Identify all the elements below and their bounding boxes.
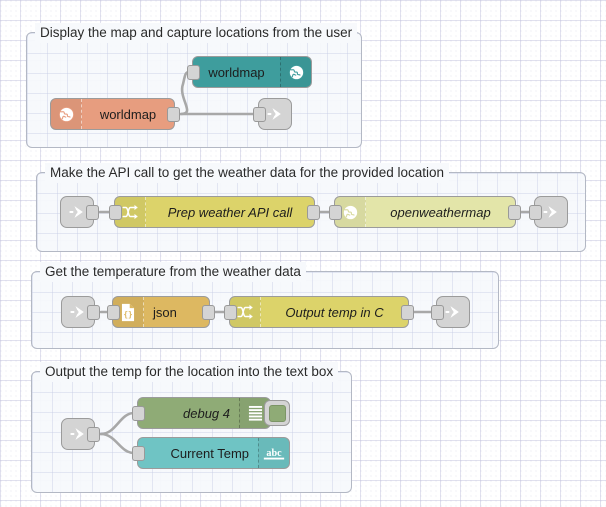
node-prep-weather-api-call[interactable]: Prep weather API call bbox=[109, 196, 320, 228]
debug-status-indicator bbox=[268, 404, 286, 422]
node-link-out-1[interactable] bbox=[253, 98, 292, 130]
node-label: debug 4 bbox=[183, 405, 230, 421]
node-input-port[interactable] bbox=[253, 107, 266, 122]
debug-toggle-button[interactable] bbox=[264, 400, 290, 426]
node-output-port[interactable] bbox=[307, 205, 320, 220]
link-in-icon bbox=[67, 202, 87, 222]
globe-icon bbox=[335, 197, 366, 227]
node-link-in-4[interactable] bbox=[61, 418, 100, 450]
svg-text:abc: abc bbox=[266, 447, 282, 458]
node-input-port[interactable] bbox=[224, 305, 237, 320]
node-output-port[interactable] bbox=[86, 205, 99, 220]
group-title: Make the API call to get the weather dat… bbox=[45, 163, 449, 183]
node-input-port[interactable] bbox=[529, 205, 542, 220]
node-worldmap-in[interactable]: worldmap bbox=[50, 98, 180, 130]
node-link-in-2[interactable] bbox=[60, 196, 99, 228]
group-title: Get the temperature from the weather dat… bbox=[40, 262, 306, 282]
group-title: Display the map and capture locations fr… bbox=[35, 23, 358, 43]
node-label: json bbox=[153, 304, 177, 320]
node-openweathermap[interactable]: openweathermap bbox=[329, 196, 521, 228]
link-out-icon bbox=[541, 202, 561, 222]
node-current-temp[interactable]: Current Temp abc bbox=[132, 437, 290, 469]
node-input-port[interactable] bbox=[109, 205, 122, 220]
group-title: Output the temp for the location into th… bbox=[40, 362, 339, 382]
node-output-port[interactable] bbox=[202, 305, 215, 320]
node-output-temp-in-c[interactable]: Output temp in C bbox=[224, 296, 414, 328]
link-in-icon bbox=[68, 424, 88, 444]
node-label: worldmap bbox=[208, 64, 265, 80]
node-label: worldmap bbox=[99, 106, 157, 122]
globe-icon bbox=[51, 99, 82, 129]
group-display-map[interactable]: Display the map and capture locations fr… bbox=[26, 23, 362, 148]
node-input-port[interactable] bbox=[132, 446, 145, 461]
node-label: openweathermap bbox=[390, 204, 491, 220]
node-output-port[interactable] bbox=[87, 305, 100, 320]
node-label: Prep weather API call bbox=[167, 204, 293, 220]
link-in-icon bbox=[68, 302, 88, 322]
node-link-out-3[interactable] bbox=[431, 296, 470, 328]
link-out-icon bbox=[443, 302, 463, 322]
node-input-port[interactable] bbox=[187, 65, 200, 80]
node-link-in-3[interactable] bbox=[61, 296, 100, 328]
node-output-port[interactable] bbox=[508, 205, 521, 220]
node-input-port[interactable] bbox=[431, 305, 444, 320]
node-output-port[interactable] bbox=[401, 305, 414, 320]
node-label: Current Temp bbox=[170, 445, 249, 461]
node-input-port[interactable] bbox=[329, 205, 342, 220]
node-input-port[interactable] bbox=[107, 305, 120, 320]
node-label: Output temp in C bbox=[285, 304, 384, 320]
node-output-port[interactable] bbox=[167, 107, 180, 122]
globe-icon bbox=[280, 57, 311, 87]
node-debug-4[interactable]: debug 4 bbox=[132, 397, 290, 429]
node-output-port[interactable] bbox=[87, 427, 100, 442]
svg-text:{}: {} bbox=[123, 309, 133, 318]
node-worldmap-out[interactable]: worldmap bbox=[187, 56, 312, 88]
node-input-port[interactable] bbox=[132, 406, 145, 421]
abc-icon: abc bbox=[258, 438, 289, 468]
node-link-out-2[interactable] bbox=[529, 196, 568, 228]
node-json[interactable]: {} json bbox=[107, 296, 215, 328]
link-out-icon bbox=[265, 104, 285, 124]
